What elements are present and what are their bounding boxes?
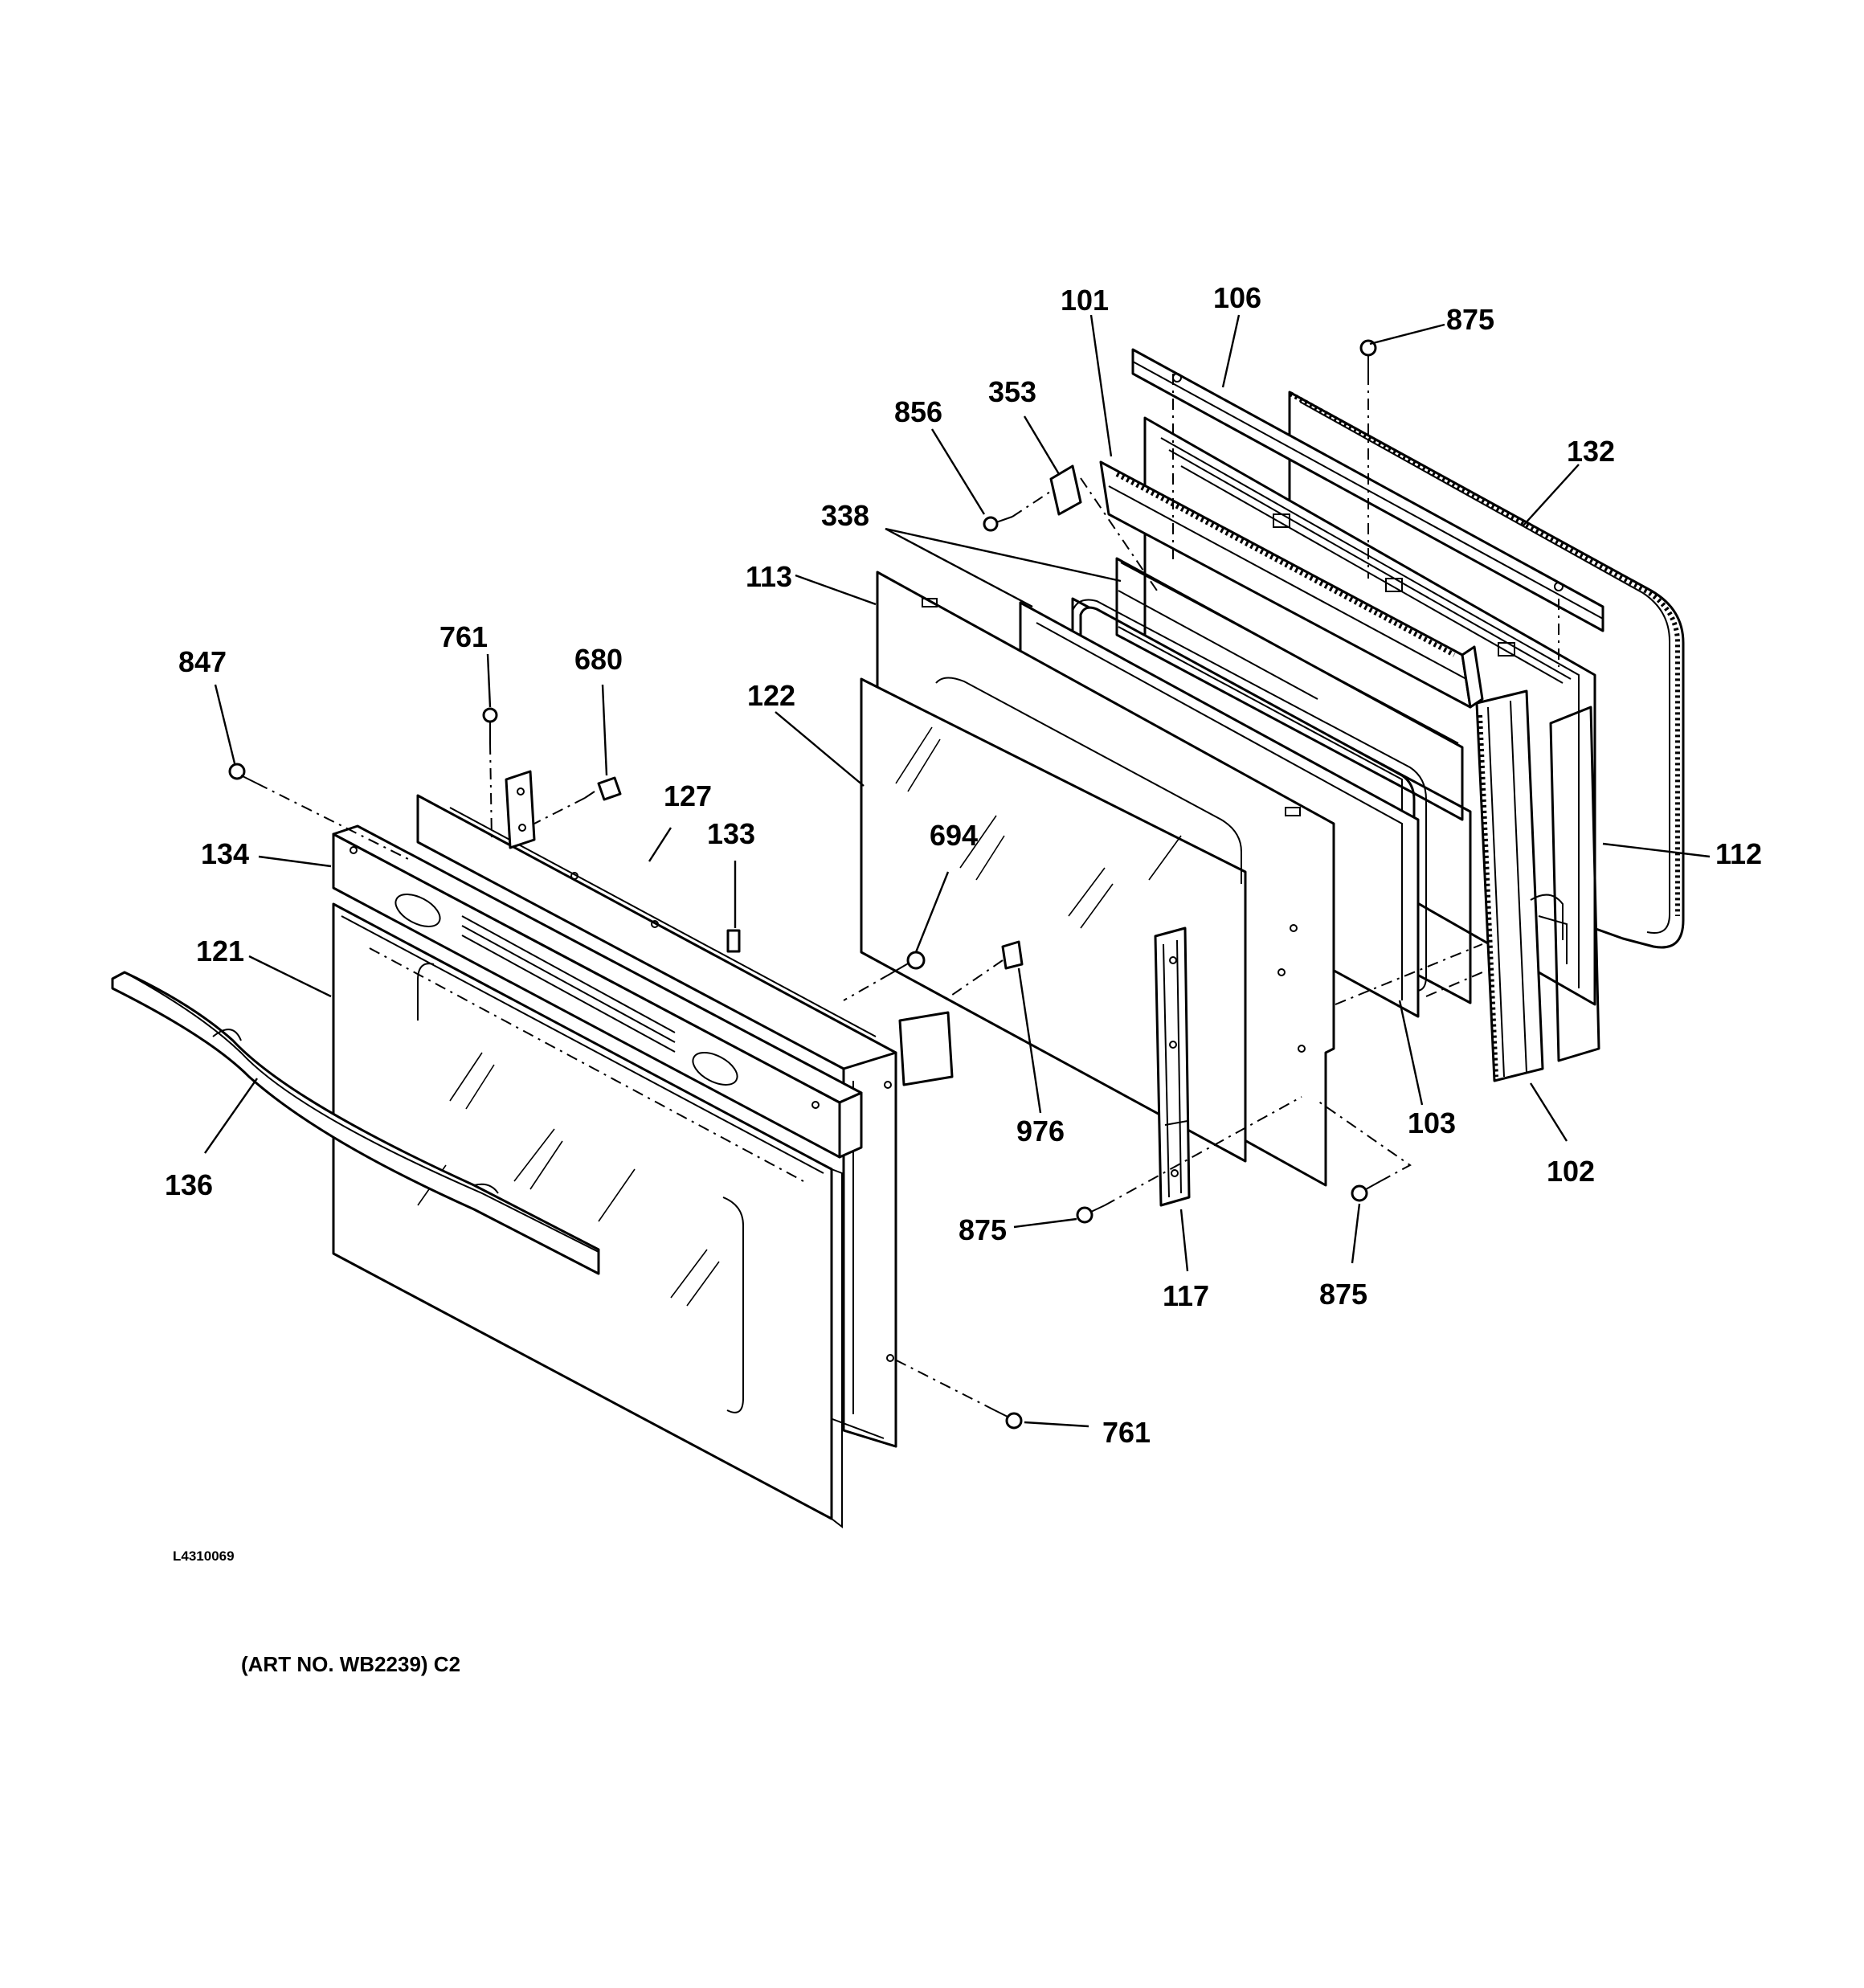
callout-106: 106 xyxy=(1213,281,1261,314)
screw-680 xyxy=(584,776,622,801)
callout-127: 127 xyxy=(664,779,712,812)
strip-133 xyxy=(726,929,741,953)
callout-101: 101 xyxy=(1061,284,1109,317)
callout-133: 133 xyxy=(707,817,755,850)
door-gasket-132 xyxy=(1288,391,1685,949)
callout-680: 680 xyxy=(574,643,623,676)
callout-117: 117 xyxy=(1163,1279,1209,1312)
trim-134 xyxy=(332,824,863,1159)
callout-761-top: 761 xyxy=(439,620,488,653)
door-frame-127 xyxy=(416,794,897,1448)
callout-103: 103 xyxy=(1408,1106,1456,1139)
glass-122 xyxy=(860,677,1247,1163)
callout-136: 136 xyxy=(165,1168,213,1201)
screw-694 xyxy=(889,951,926,975)
art-number: (ART NO. WB2239) C2 xyxy=(241,1652,460,1676)
callout-113: 113 xyxy=(746,560,792,593)
bracket-976 xyxy=(898,940,1024,1086)
callout-875-top: 875 xyxy=(1446,303,1494,336)
side-channel-117 xyxy=(1154,927,1191,1207)
callout-132: 132 xyxy=(1567,435,1615,468)
drawing-code: L4310069 xyxy=(173,1548,235,1564)
screw-875-left xyxy=(1076,1205,1106,1224)
callout-134: 134 xyxy=(201,837,249,870)
screw-856 xyxy=(983,516,1013,532)
callout-694: 694 xyxy=(930,819,978,852)
callout-856: 856 xyxy=(894,395,942,428)
callout-875-left: 875 xyxy=(959,1213,1007,1246)
callout-122: 122 xyxy=(747,679,795,712)
screw-875-top xyxy=(1359,339,1377,374)
leader-lines xyxy=(204,314,1711,1428)
callout-761-bottom: 761 xyxy=(1102,1416,1151,1449)
hinge-102 xyxy=(1475,689,1600,1082)
callout-labels: 101 106 875 353 856 132 338 113 761 680 … xyxy=(165,281,1762,1449)
callout-112: 112 xyxy=(1715,837,1762,870)
screw-875-right xyxy=(1351,1180,1381,1202)
callout-121: 121 xyxy=(196,935,244,967)
door-handle-136 xyxy=(111,971,600,1275)
bracket-680 xyxy=(505,770,536,849)
clip-353 xyxy=(1049,464,1082,516)
screw-847 xyxy=(228,763,258,784)
callout-338: 338 xyxy=(821,499,869,532)
callout-847: 847 xyxy=(178,645,227,678)
screw-761-top xyxy=(482,707,498,743)
assembly-lines xyxy=(256,374,1559,1411)
callout-976: 976 xyxy=(1016,1115,1065,1147)
callout-353: 353 xyxy=(988,375,1036,408)
screw-761-bottom xyxy=(994,1409,1023,1430)
callout-875-right: 875 xyxy=(1319,1278,1367,1311)
callout-102: 102 xyxy=(1547,1155,1595,1188)
